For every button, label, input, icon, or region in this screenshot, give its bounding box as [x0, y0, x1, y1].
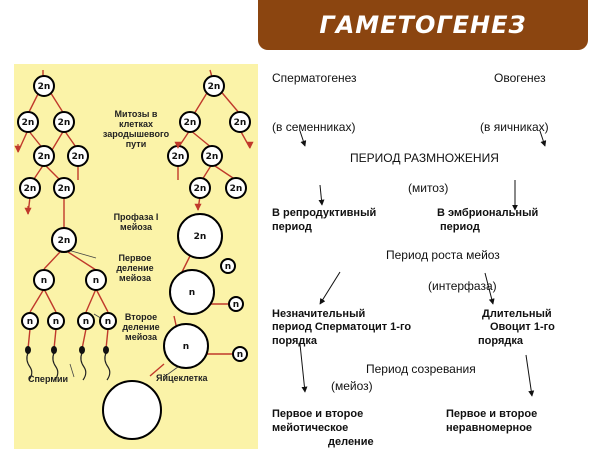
svg-text:2n: 2n — [206, 152, 219, 162]
label-sperm: Спермии — [28, 374, 69, 384]
diagram-arrowheads — [14, 141, 254, 215]
embryonic-period-line2: период — [440, 221, 480, 233]
diagram-sperm-heads — [25, 346, 109, 354]
mitosis-text: (митоз) — [408, 181, 449, 195]
long-period-line2: Овоцит 1-го — [490, 321, 555, 333]
gametogenesis-diagram: 2n 2n 2n 2n 2n 2n 2n 2n n n n n n n 2n 2… — [14, 64, 258, 449]
svg-text:2n: 2n — [24, 184, 37, 194]
svg-text:2n: 2n — [230, 184, 243, 194]
svg-text:2n: 2n — [58, 236, 71, 246]
svg-text:2n: 2n — [72, 152, 85, 162]
label-prophase: Профаза I мейоза — [113, 212, 159, 232]
diagram-sperm-tails — [26, 352, 111, 381]
diagram-cells — [17, 75, 251, 440]
meiosis-text: (мейоз) — [331, 379, 373, 393]
diagram-cell-labels: 2n 2n 2n 2n 2n 2n 2n 2n n n n n n n 2n 2… — [22, 82, 247, 360]
maturation-period-text: Период созревания — [366, 362, 476, 376]
svg-text:n: n — [93, 276, 99, 286]
label-first-division: Первое деление мейоза — [116, 253, 154, 283]
svg-text:2n: 2n — [38, 82, 51, 92]
svg-text:2n: 2n — [58, 118, 71, 128]
svg-text:2n: 2n — [38, 152, 51, 162]
svg-text:2n: 2n — [172, 152, 185, 162]
embryonic-period-line1: В эмбриональный — [437, 207, 539, 219]
short-period-line1: Незначительный — [272, 308, 366, 320]
long-period-line3: порядка — [478, 335, 523, 347]
label-second-division: Второе деление мейоза — [122, 312, 160, 342]
short-period-line2: период Сперматоцит 1-го — [272, 321, 412, 333]
interphase-text: (интерфаза) — [428, 279, 497, 293]
growth-period-text: Период роста мейоз — [386, 248, 500, 262]
spermatogenesis-heading: Сперматогенез — [272, 71, 357, 85]
diagram-connector-lines — [17, 69, 251, 377]
svg-text:2n: 2n — [234, 118, 247, 128]
svg-text:n: n — [189, 288, 195, 298]
svg-text:n: n — [233, 300, 239, 310]
svg-text:2n: 2n — [22, 118, 35, 128]
first-second-division-line2: мейотическое — [272, 422, 349, 434]
svg-text:n: n — [225, 262, 231, 272]
page-title: ГАМЕТОГЕНЕЗ — [319, 11, 527, 39]
first-second-division-line3: деление — [328, 436, 374, 448]
reproductive-period-line2: период — [272, 221, 312, 233]
in-ovaries-text: (в яичниках) — [480, 120, 549, 134]
svg-text:n: n — [83, 317, 89, 327]
diagram-graphic: 2n 2n 2n 2n 2n 2n 2n 2n n n n n n n 2n 2… — [14, 69, 254, 440]
svg-text:n: n — [27, 317, 33, 327]
oogenesis-heading: Овогенез — [494, 71, 546, 85]
svg-text:n: n — [41, 276, 47, 286]
reproduction-period-text: ПЕРИОД РАЗМНОЖЕНИЯ — [350, 151, 499, 165]
svg-text:2n: 2n — [58, 184, 71, 194]
title-banner: ГАМЕТОГЕНЕЗ — [258, 0, 588, 50]
uneven-division-line1: Первое и второе — [446, 408, 538, 420]
svg-text:n: n — [105, 317, 111, 327]
label-mitosis: Митозы в клетках зародышевого пути — [102, 109, 170, 149]
svg-text:2n: 2n — [194, 184, 207, 194]
svg-text:n: n — [53, 317, 59, 327]
svg-text:2n: 2n — [194, 232, 207, 242]
short-period-line3: порядка — [272, 335, 317, 347]
svg-text:n: n — [183, 342, 189, 352]
svg-text:n: n — [237, 350, 243, 360]
label-egg: Яйцеклетка — [156, 373, 208, 383]
first-second-division-line1: Первое и второе — [272, 408, 364, 420]
in-testes-text: (в семенниках) — [272, 120, 356, 134]
svg-text:2n: 2n — [208, 82, 221, 92]
svg-text:2n: 2n — [184, 118, 197, 128]
reproductive-period-line1: В репродуктивный — [272, 207, 377, 219]
long-period-line1: Длительный — [482, 308, 552, 320]
uneven-division-line2: неравномерное — [446, 422, 533, 434]
